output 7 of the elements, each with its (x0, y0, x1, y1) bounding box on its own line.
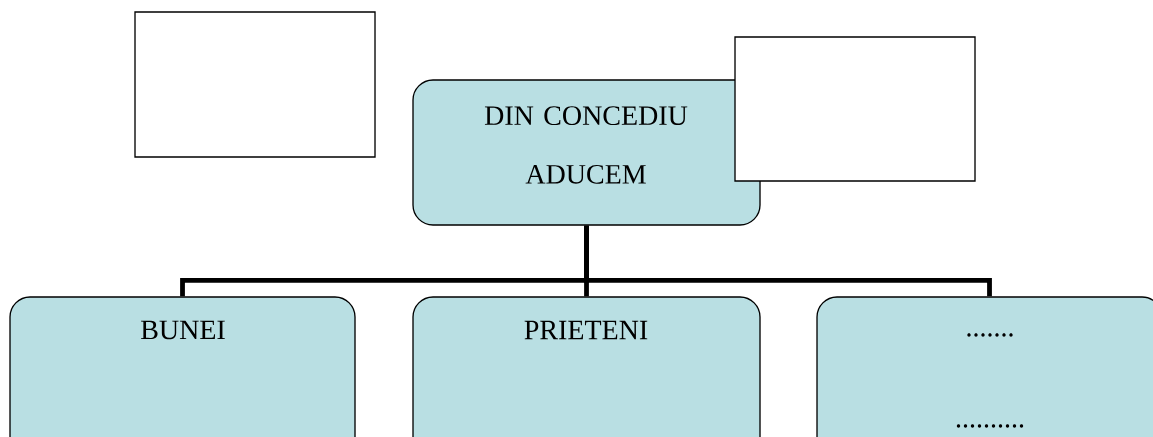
empty-box (734, 36, 976, 182)
rounded-box: DIN CONCEDIU ADUCEM (412, 79, 761, 226)
connector-line (584, 225, 992, 297)
rounded-box: BUNEI (9, 296, 356, 437)
empty-box (134, 11, 376, 158)
rounded-box: PRIETENI (412, 296, 761, 437)
rounded-box: ....... .......... (816, 296, 1153, 437)
